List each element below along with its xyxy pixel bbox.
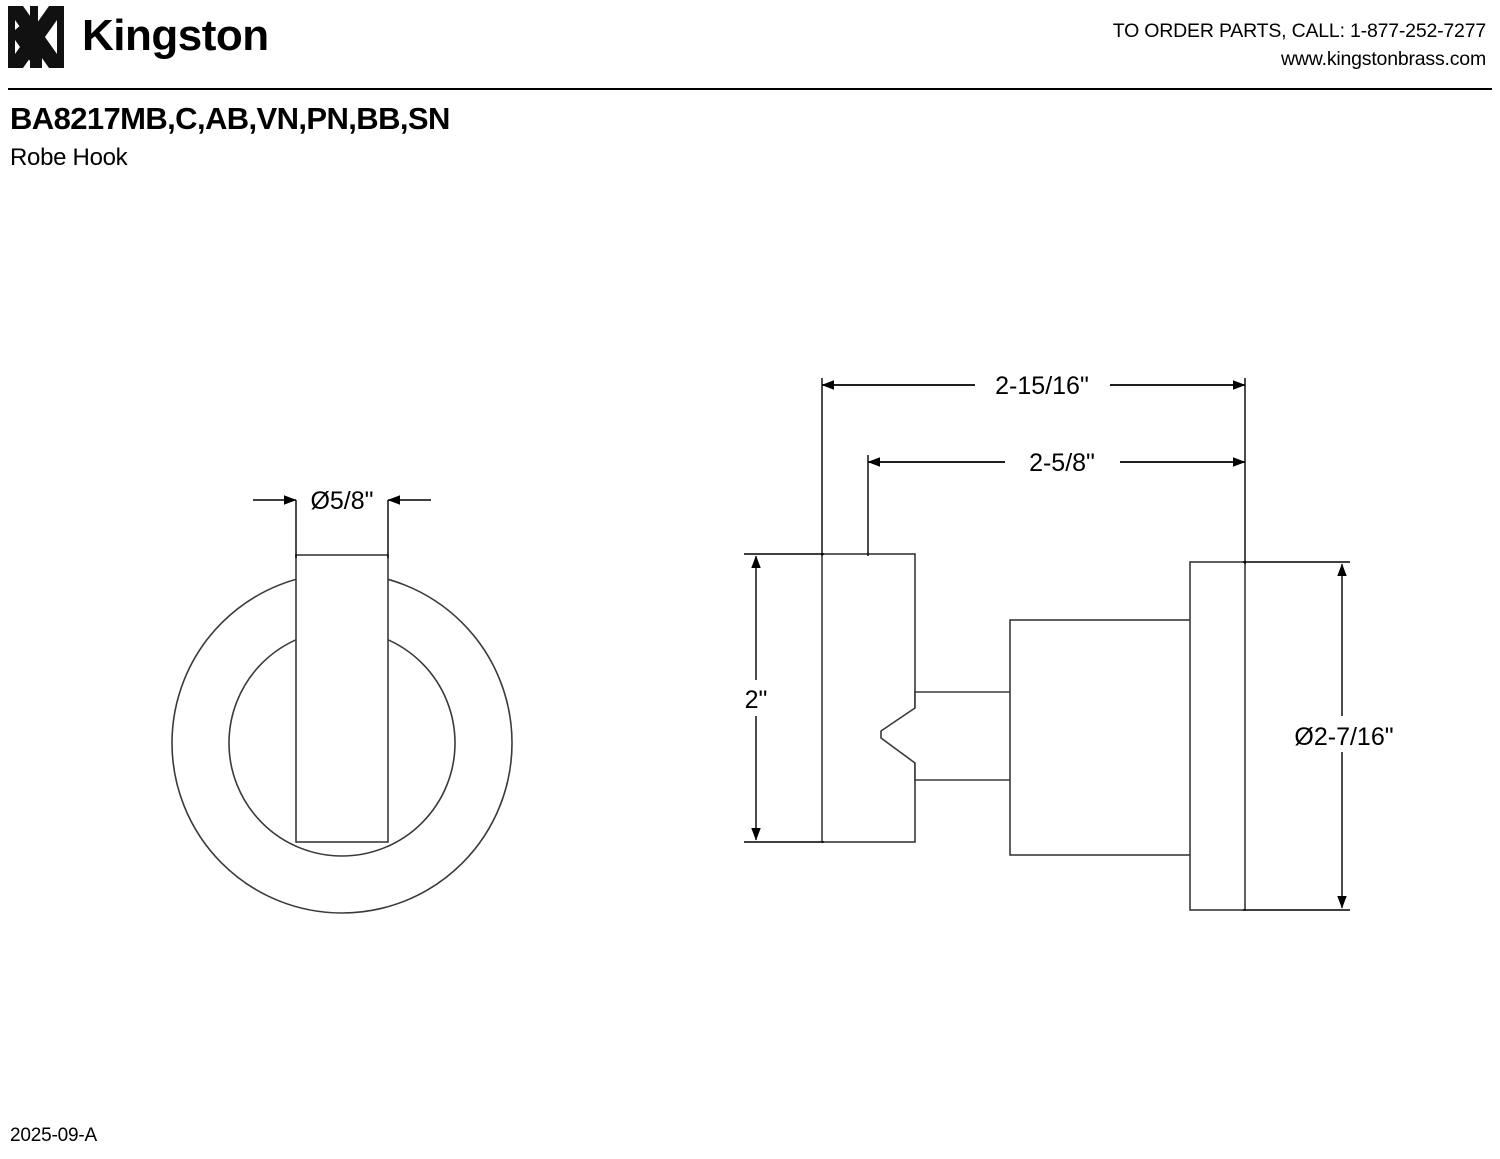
dimension-label-backdrop-flange bbox=[1290, 716, 1398, 752]
page-header: Kingston TO ORDER PARTS, CALL: 1-877-252… bbox=[0, 0, 1500, 90]
brand-website: www.kingstonbrass.com bbox=[1281, 48, 1486, 70]
revision-code: 2025-09-A bbox=[10, 1125, 97, 1146]
dimension-hook-projection: 2-5/8" bbox=[867, 446, 1246, 556]
side-view-knob-flange bbox=[1189, 561, 1246, 911]
front-view-hook-post bbox=[295, 554, 389, 843]
kingston-monogram-icon bbox=[8, 6, 64, 68]
product-name-subheading: Robe Hook bbox=[10, 144, 128, 171]
order-parts-phone: TO ORDER PARTS, CALL: 1-877-252-7277 bbox=[1112, 20, 1486, 42]
dimension-label-plate-height: 2" bbox=[745, 686, 768, 714]
front-view: Ø5/8" bbox=[171, 487, 513, 914]
dimension-label-overall-projection: 2-15/16" bbox=[995, 372, 1089, 400]
side-view: 2-15/16" 2-5/8" 2" Ø2-7/16" bbox=[738, 369, 1398, 911]
side-view-wall-plate bbox=[821, 553, 916, 843]
brand-wordmark: Kingston bbox=[82, 11, 269, 60]
dimension-post-diameter: Ø5/8" bbox=[253, 487, 431, 558]
dimension-label-backdrop-plate bbox=[738, 680, 774, 716]
dimension-flange-diameter: Ø2-7/16" bbox=[1243, 561, 1398, 911]
header-divider bbox=[8, 88, 1492, 90]
dimension-label-backdrop-overall bbox=[975, 369, 1110, 401]
model-number-heading: BA8217MB,C,AB,VN,PN,BB,SN bbox=[10, 101, 450, 136]
dimension-overall-projection: 2-15/16" bbox=[821, 369, 1246, 564]
dimension-label-post-diameter: Ø5/8" bbox=[310, 487, 373, 515]
dimension-plate-height: 2" bbox=[738, 553, 824, 843]
dimension-label-hook-projection: 2-5/8" bbox=[1029, 449, 1095, 477]
side-view-cover-body bbox=[1009, 619, 1192, 856]
dimension-label-flange-diameter: Ø2-7/16" bbox=[1294, 723, 1393, 751]
dimension-label-backdrop-hook bbox=[1005, 446, 1120, 478]
